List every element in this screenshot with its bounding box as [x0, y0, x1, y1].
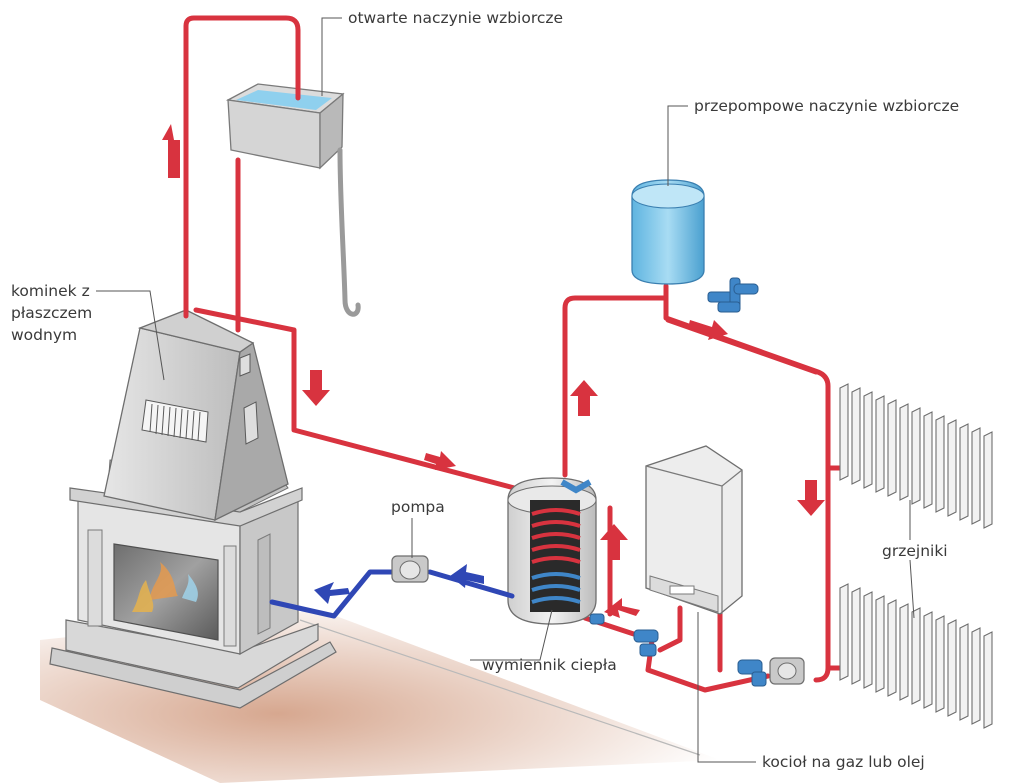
label-boiler: kocioł na gaz lub olej — [762, 753, 925, 771]
pressurised-expansion-vessel — [631, 179, 759, 313]
hot-flow-arrows — [162, 124, 825, 618]
pump-boiler — [769, 657, 805, 685]
valve-fitting — [707, 277, 759, 313]
label-radiators: grzejniki — [882, 542, 948, 560]
label-fireplace: kominek z płaszczem wodnym — [11, 282, 93, 344]
radiator-upper — [839, 383, 993, 529]
radiator-lower — [839, 583, 993, 729]
fireplace — [49, 309, 337, 709]
heat-exchanger — [507, 477, 597, 625]
gas-oil-boiler — [645, 445, 743, 615]
valves-blue — [589, 613, 767, 687]
label-heat-exchanger: wymiennik ciepła — [482, 656, 617, 674]
open-expansion-tank — [225, 83, 361, 317]
cold-water-pipes — [269, 569, 515, 619]
label-expansion-vessel: przepompowe naczynie wzbiorcze — [694, 97, 960, 115]
label-pump: pompa — [391, 498, 445, 516]
cold-flow-arrows — [314, 564, 484, 604]
pump-fireplace — [391, 555, 429, 583]
leader-lines — [96, 17, 915, 763]
hot-water-pipes — [183, 15, 843, 693]
label-open-tank: otwarte naczynie wzbiorcze — [348, 9, 564, 27]
